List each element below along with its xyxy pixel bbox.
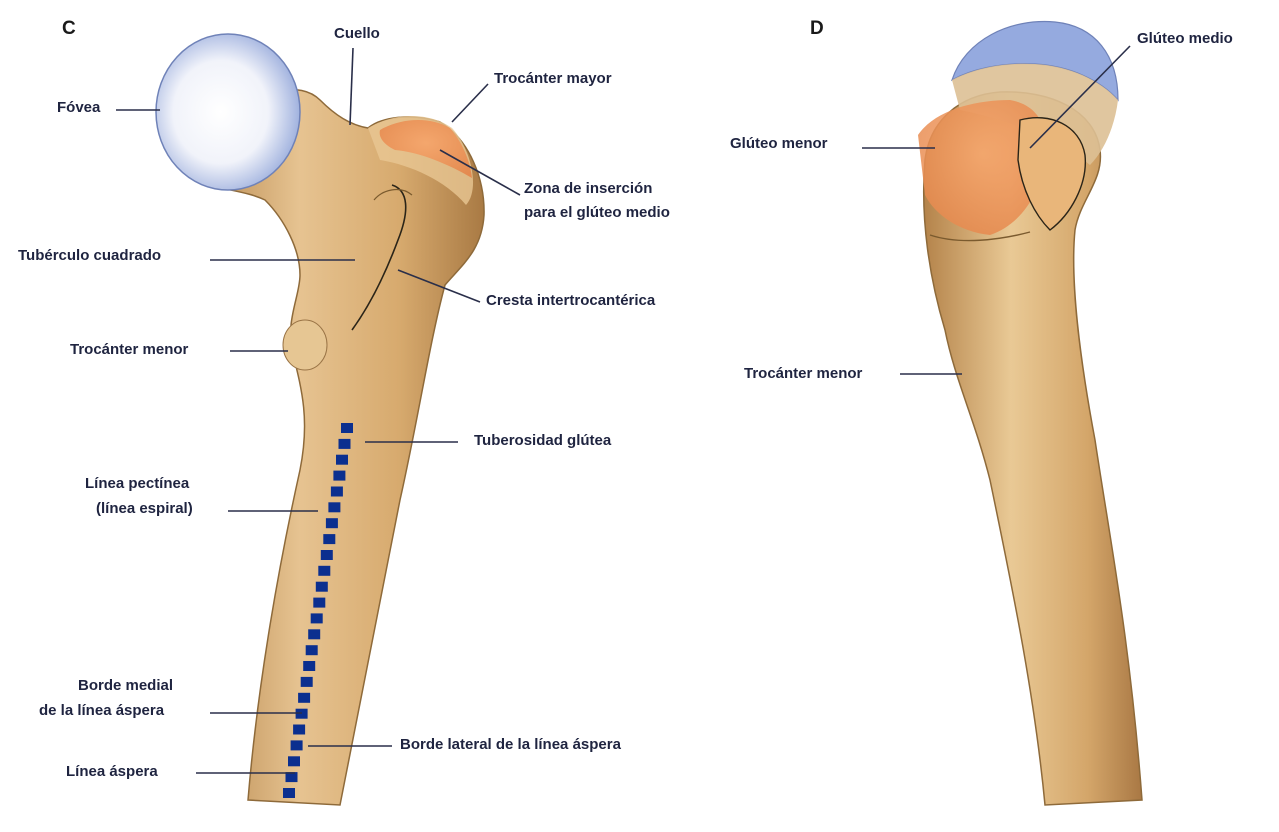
linea-aspera-dot [333, 470, 346, 481]
linea-aspera-dot [285, 772, 298, 783]
label-trocanter-menor-c: Trocánter menor [70, 341, 189, 358]
label-linea-pectinea-1: Línea pectínea [85, 475, 190, 492]
linea-aspera-dot [313, 597, 326, 608]
gluteus-medius-insertion-d [1017, 116, 1086, 231]
linea-aspera-dot [303, 661, 316, 671]
label-borde-medial-2: de la línea áspera [39, 702, 165, 719]
lesser-trochanter-c [282, 319, 328, 371]
femur-lateral-view [918, 20, 1143, 806]
label-trocanter-menor-d: Trocánter menor [744, 365, 863, 382]
linea-aspera-dot [318, 565, 331, 576]
linea-aspera-dot [338, 438, 351, 449]
linea-aspera-dotted-line [283, 423, 353, 798]
linea-aspera-dot [293, 724, 306, 735]
linea-aspera-dot [308, 629, 321, 640]
label-zona-insercion-1: Zona de inserción [524, 180, 653, 197]
linea-aspera-dot [323, 534, 336, 545]
label-zona-insercion-2: para el glúteo medio [524, 204, 670, 221]
femoral-head-c [155, 33, 301, 191]
linea-aspera-dot [310, 613, 323, 624]
label-cuello: Cuello [334, 25, 380, 42]
linea-aspera-dot [283, 788, 295, 798]
panel-letter-c: C [62, 18, 76, 39]
label-tuberculo-cuadrado: Tubérculo cuadrado [18, 247, 162, 264]
label-linea-pectinea-2: (línea espiral) [96, 500, 193, 517]
linea-aspera-dot [305, 645, 318, 656]
linea-aspera-dot [325, 518, 338, 529]
linea-aspera-dot [341, 423, 353, 433]
linea-aspera-dot [330, 486, 343, 497]
panel-letter-d: D [810, 18, 824, 39]
label-trocanter-mayor: Trocánter mayor [494, 70, 612, 87]
label-fovea: Fóvea [57, 99, 101, 116]
label-linea-aspera: Línea áspera [66, 763, 158, 780]
label-gluteo-menor: Glúteo menor [730, 135, 828, 152]
linea-aspera-dot [336, 454, 348, 465]
linea-aspera-dot [315, 581, 328, 592]
gluteus-medius-insertion-c [379, 119, 472, 178]
linea-aspera-dot [298, 692, 311, 703]
label-cresta-intertrocanterica: Cresta intertrocantérica [486, 292, 656, 309]
linea-aspera-dot [300, 676, 313, 687]
linea-aspera-dot [290, 740, 303, 751]
label-borde-medial-1: Borde medial [78, 677, 174, 694]
linea-aspera-dot [320, 550, 333, 560]
leader-lines [116, 45, 1131, 774]
linea-aspera-dot [328, 502, 341, 513]
label-borde-lateral: Borde lateral de la línea áspera [400, 736, 621, 753]
intertrochanteric-crest [351, 184, 407, 331]
femur-posterior-view [155, 33, 485, 806]
label-gluteo-medio: Glúteo medio [1137, 30, 1233, 47]
label-tuberosidad-glutea: Tuberosidad glútea [474, 432, 612, 449]
linea-aspera-dot [288, 756, 300, 767]
gluteus-minimus-insertion [918, 100, 1047, 235]
